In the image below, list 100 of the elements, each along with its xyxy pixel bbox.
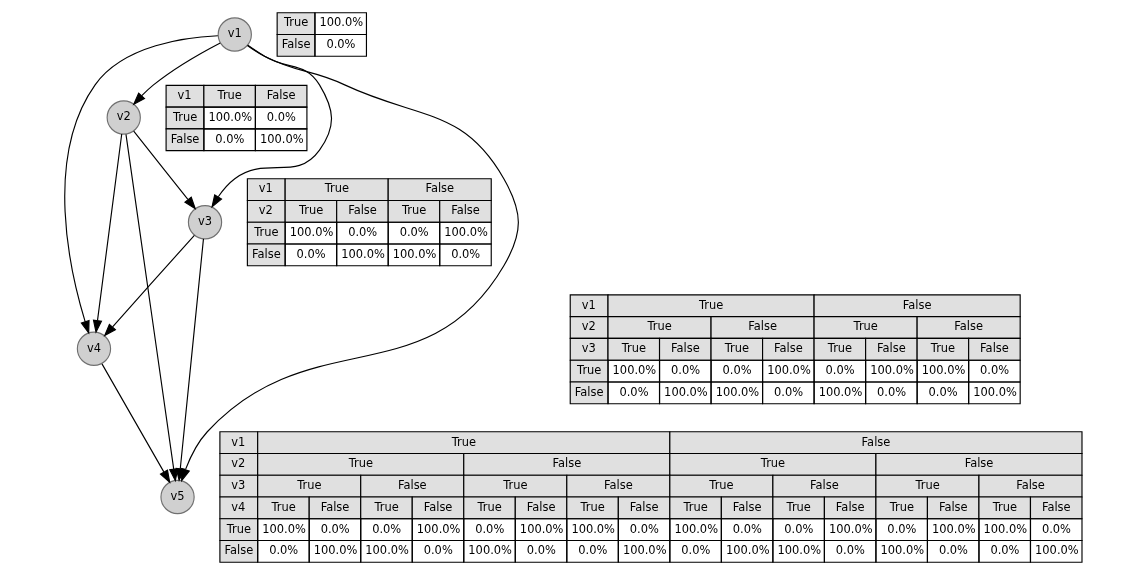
node-label: 100.0%: [828, 521, 873, 536]
node-label: v1: [581, 297, 596, 312]
node-label: False: [835, 499, 865, 514]
node-label: False: [810, 478, 839, 492]
node-label: 0.0%: [938, 543, 968, 558]
node-label: 100.0%: [259, 131, 304, 146]
node-label: True: [760, 456, 786, 471]
node-label: 0.0%: [320, 521, 350, 536]
node-label: v1: [258, 181, 273, 196]
node-label: 100.0%: [622, 543, 667, 558]
node-label: 100.0%: [818, 384, 863, 399]
node-label: 0.0%: [990, 543, 1020, 558]
node-label: 0.0%: [681, 543, 711, 558]
node-label: False: [266, 88, 296, 103]
node-label: False: [877, 341, 906, 356]
node-label: 100.0%: [519, 521, 564, 536]
node-label: False: [1016, 478, 1045, 492]
node-label: v1: [231, 434, 246, 449]
node-label: True: [254, 224, 279, 239]
node-label: True: [853, 319, 878, 334]
node-label: 100.0%: [921, 362, 966, 377]
node-label: True: [683, 499, 708, 514]
node-label: v4: [231, 499, 246, 514]
node-label: 0.0%: [980, 362, 1010, 377]
node-label: 0.0%: [372, 521, 402, 536]
node-label: 100.0%: [715, 384, 760, 399]
node-label: 100.0%: [664, 384, 708, 399]
node-label: 0.0%: [670, 362, 701, 377]
node-label: 0.0%: [475, 521, 505, 536]
node-label: True: [271, 499, 296, 514]
node-label: False: [774, 341, 803, 356]
node-label: False: [629, 499, 659, 514]
node-label: 100.0%: [571, 521, 616, 536]
node-label: 100.0%: [313, 543, 358, 558]
node-label: False: [748, 319, 777, 334]
node-label: False: [526, 499, 556, 514]
node-label: v2: [581, 319, 596, 334]
node-label: 0.0%: [451, 246, 481, 261]
node-label: 0.0%: [578, 543, 608, 558]
node-label: 0.0%: [887, 521, 917, 536]
node-label: 100.0%: [392, 246, 437, 261]
node-label: True: [401, 203, 427, 218]
node-label: True: [298, 203, 324, 218]
node-label: 0.0%: [296, 246, 326, 261]
node-label: True: [915, 478, 940, 492]
node-label: True: [348, 456, 373, 471]
node-label: 100.0%: [468, 543, 512, 558]
node-label: True: [621, 341, 647, 356]
node-label: True: [226, 521, 252, 536]
node-label: 0.0%: [266, 109, 296, 124]
node-label: 100.0%: [973, 384, 1017, 399]
node-label: False: [861, 434, 891, 449]
node-label: False: [451, 203, 480, 218]
node-label: 0.0%: [619, 384, 649, 399]
node-label: False: [320, 499, 350, 514]
node-label: False: [281, 37, 311, 52]
node-label: v3: [231, 478, 246, 492]
node-label: False: [670, 341, 700, 356]
node-label: False: [552, 456, 582, 471]
node-label: False: [604, 478, 633, 492]
node-label: False: [224, 543, 254, 558]
node-label: True: [889, 499, 914, 514]
node-label: 100.0%: [674, 521, 719, 536]
node-label: 0.0%: [1041, 521, 1071, 536]
node-label: 0.0%: [269, 543, 299, 558]
node-label: False: [574, 384, 604, 399]
node-label: True: [827, 341, 853, 356]
node-label: 0.0%: [877, 384, 907, 399]
node-label: 0.0%: [835, 543, 865, 558]
node-label: 100.0%: [767, 362, 811, 377]
node-label: 0.0%: [825, 362, 855, 377]
node-label: v2: [231, 456, 246, 471]
node-label: 0.0%: [784, 521, 814, 536]
node-label: 0.0%: [722, 362, 752, 377]
node-label: 100.0%: [612, 362, 657, 377]
node-label: False: [170, 131, 200, 146]
node-label: True: [451, 434, 477, 449]
node-label: True: [786, 499, 811, 514]
node-label: 100.0%: [983, 521, 1028, 536]
node-label: 100.0%: [319, 15, 364, 30]
node-label: 100.0%: [208, 109, 253, 124]
node-label: False: [397, 478, 427, 492]
node-label: 0.0%: [928, 384, 958, 399]
node-label: 0.0%: [526, 543, 556, 558]
node-label: False: [251, 246, 281, 261]
node-label: True: [647, 319, 672, 334]
node-label: True: [699, 297, 724, 312]
node-label: False: [964, 456, 994, 471]
node-label: 0.0%: [348, 224, 378, 239]
node-label: 0.0%: [774, 384, 804, 399]
node-label: False: [423, 499, 453, 514]
node-label: True: [217, 88, 242, 103]
node-label: True: [709, 478, 734, 492]
node-label: 100.0%: [289, 224, 334, 239]
node-label: 0.0%: [399, 224, 429, 239]
node-label: 0.0%: [732, 521, 762, 536]
node-label: 100.0%: [341, 246, 385, 261]
node-label: False: [902, 297, 932, 312]
node-label: 100.0%: [262, 521, 306, 536]
node-label: False: [938, 499, 968, 514]
